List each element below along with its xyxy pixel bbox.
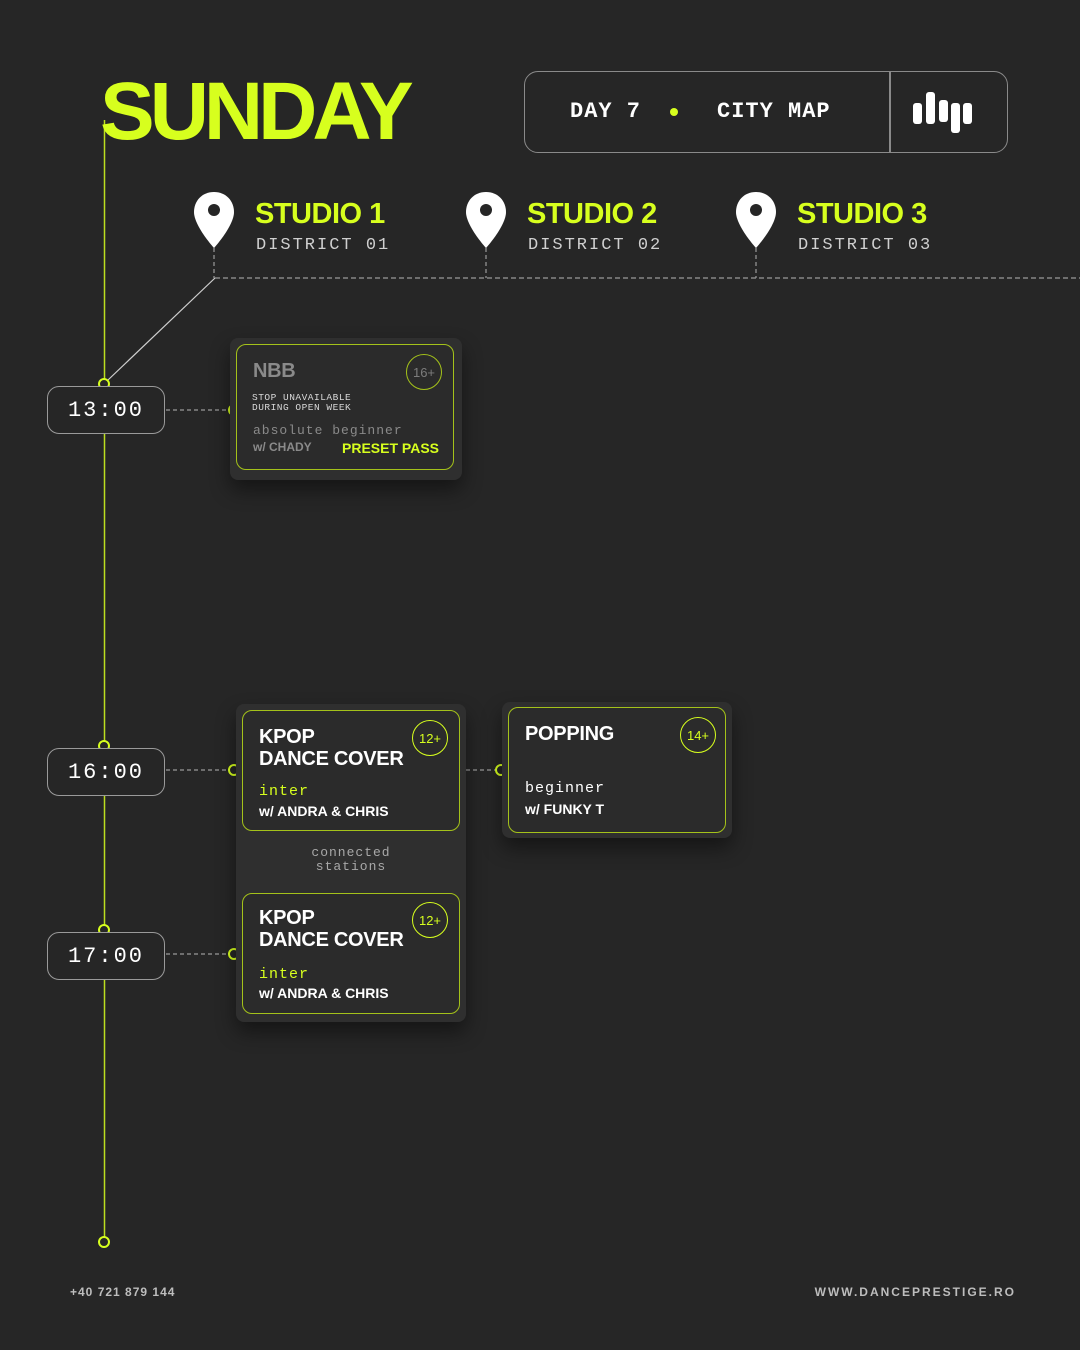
preset-pass-badge: PRESET PASS — [342, 440, 439, 456]
map-pin-icon — [194, 192, 234, 248]
class-title: KPOP DANCE COVER — [259, 907, 404, 951]
header-pill: DAY 7 CITY MAP — [524, 71, 1008, 153]
class-title: NBB — [253, 360, 296, 382]
class-instructor: w/ CHADY — [253, 440, 312, 454]
availability-note: STOP UNAVAILABLE DURING OPEN WEEK — [252, 392, 352, 413]
age-badge: 12+ — [412, 720, 448, 756]
studio-name: STUDIO 3 — [797, 198, 927, 230]
class-instructor: w/ FUNKY T — [525, 801, 605, 817]
class-instructor: w/ ANDRA & CHRIS — [259, 803, 389, 819]
studio-district: DISTRICT 01 — [256, 236, 391, 255]
class-card-nbb[interactable]: NBB 16+ STOP UNAVAILABLE DURING OPEN WEE… — [236, 344, 454, 470]
age-badge: 14+ — [680, 717, 716, 753]
studio-district: DISTRICT 03 — [798, 236, 933, 255]
class-level: inter — [259, 966, 310, 983]
studio-name: STUDIO 1 — [255, 198, 385, 230]
separator-dot — [670, 108, 678, 116]
footer-website[interactable]: WWW.DANCEPRESTIGE.RO — [814, 1285, 1016, 1299]
map-pin-icon — [466, 192, 506, 248]
class-level: beginner — [525, 780, 606, 797]
class-title: POPPING — [525, 723, 615, 745]
time-label-13: 13:00 — [47, 386, 165, 434]
time-label-17: 17:00 — [47, 932, 165, 980]
class-level: absolute beginner — [253, 423, 403, 438]
day-label: DAY 7 — [570, 99, 642, 124]
age-badge: 16+ — [406, 354, 442, 390]
studio-name: STUDIO 2 — [527, 198, 657, 230]
studio-district: DISTRICT 02 — [528, 236, 663, 255]
class-title: KPOP DANCE COVER — [259, 726, 404, 770]
class-card-popping[interactable]: POPPING 14+ beginner w/ FUNKY T — [508, 707, 726, 833]
timeline-end-node — [98, 1236, 110, 1248]
map-pin-icon — [736, 192, 776, 248]
class-instructor: w/ ANDRA & CHRIS — [259, 985, 389, 1001]
connected-stations-label: connected stations — [311, 845, 391, 874]
age-badge: 12+ — [412, 902, 448, 938]
time-label-16: 16:00 — [47, 748, 165, 796]
class-card-kpop-17[interactable]: KPOP DANCE COVER 12+ inter w/ ANDRA & CH… — [242, 893, 460, 1014]
day-title: SUNDAY — [100, 66, 414, 157]
class-level: inter — [259, 783, 310, 800]
footer-phone[interactable]: +40 721 879 144 — [70, 1285, 176, 1299]
divider — [889, 72, 891, 152]
brand-logo-icon — [913, 92, 972, 133]
class-card-kpop-16[interactable]: KPOP DANCE COVER 12+ inter w/ ANDRA & CH… — [242, 710, 460, 831]
city-map-link[interactable]: CITY MAP — [717, 99, 831, 124]
